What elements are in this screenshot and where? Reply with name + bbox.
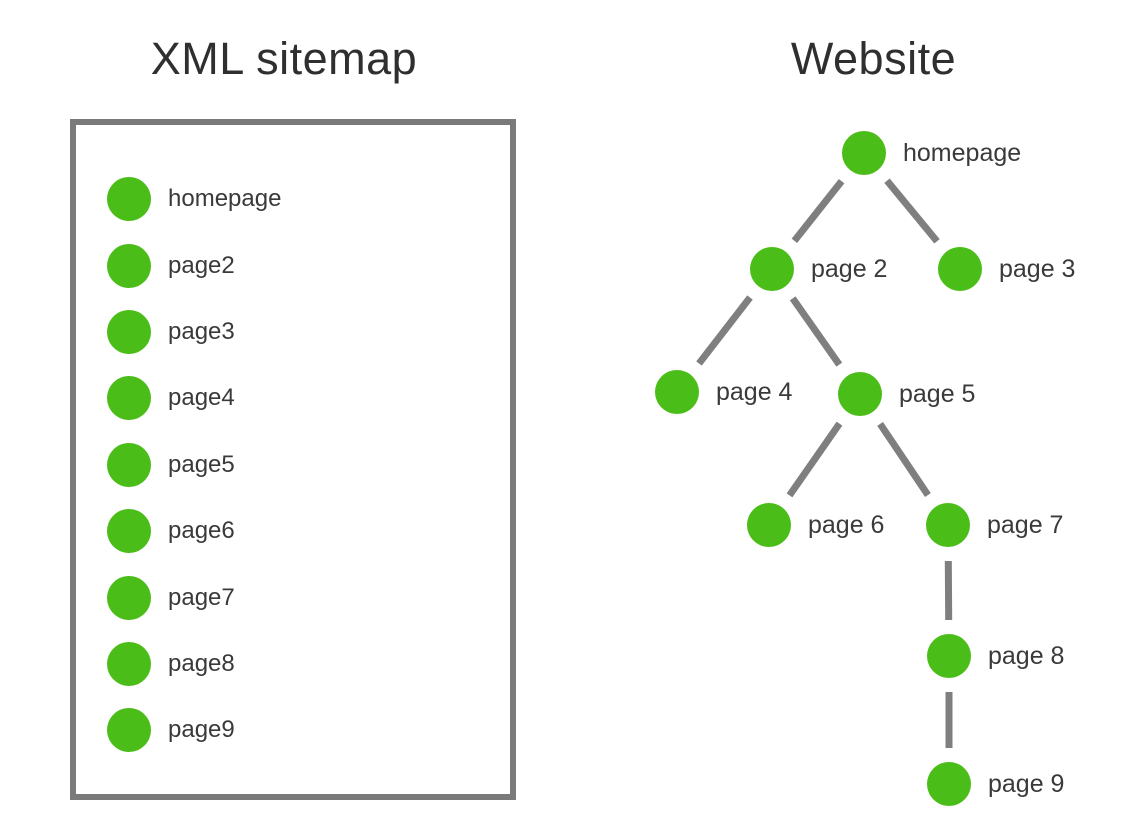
tree-node-page4-icon xyxy=(655,370,699,414)
tree-node-page2-icon xyxy=(750,247,794,291)
page-dot-icon xyxy=(107,177,151,222)
page-dot-icon xyxy=(107,309,151,354)
tree-node-page6-icon xyxy=(747,503,791,547)
tree-node-page3-icon xyxy=(938,247,982,291)
page-dot-icon xyxy=(107,243,151,288)
page-dot-icon xyxy=(107,575,151,620)
tree-node-label: page 7 xyxy=(987,511,1063,539)
tree-node-label: page 4 xyxy=(716,378,793,406)
sitemap-item-label: page2 xyxy=(168,251,235,279)
page-dot-icon xyxy=(107,376,151,421)
sitemap-item-page4: page4 xyxy=(107,365,510,431)
sitemap-item-page7: page7 xyxy=(107,564,510,630)
tree-edge-page2-page5 xyxy=(789,296,843,367)
page-dot-icon xyxy=(107,641,151,686)
sitemap-item-page6: page6 xyxy=(107,498,510,564)
tree-node-page8-icon xyxy=(927,634,971,678)
tree-edge-page5-page6 xyxy=(786,421,843,498)
sitemap-item-label: page3 xyxy=(168,317,235,345)
tree-node-label: page 8 xyxy=(988,642,1064,670)
sitemap-item-page3: page3 xyxy=(107,299,510,365)
sitemap-item-label: page8 xyxy=(168,649,235,677)
sitemap-item-label: page4 xyxy=(168,384,235,412)
tree-node-page7-icon xyxy=(926,503,970,547)
tree-node-label: page 9 xyxy=(988,770,1064,798)
tree-edge-homepage-page2 xyxy=(791,179,845,243)
sitemap-item-page2: page2 xyxy=(107,232,510,298)
tree-edge-page5-page7 xyxy=(877,421,931,498)
website-tree: homepage page 2 page 3 page 4 page 5 page 6 pa… xyxy=(655,131,1075,806)
website-title: Website xyxy=(790,33,957,84)
xml-sitemap-title: XML sitemap xyxy=(150,33,418,84)
tree-node-homepage-icon xyxy=(842,131,886,175)
tree-edge-homepage-page3 xyxy=(884,178,940,244)
page-dot-icon xyxy=(107,708,151,753)
tree-node-label: homepage xyxy=(903,139,1021,167)
tree-edge-page2-page4 xyxy=(696,295,753,366)
tree-node-label: page 6 xyxy=(808,511,884,539)
page-dot-icon xyxy=(107,509,151,554)
sitemap-item-label: page9 xyxy=(168,716,235,744)
tree-node-label: page 5 xyxy=(899,380,975,408)
tree-node-page9-icon xyxy=(927,762,971,806)
tree-node-label: page 2 xyxy=(811,255,887,283)
sitemap-item-label: homepage xyxy=(168,185,282,213)
sitemap-item-homepage: homepage xyxy=(107,166,510,232)
sitemap-item-label: page7 xyxy=(168,583,235,611)
page-dot-icon xyxy=(107,442,151,487)
sitemap-item-page5: page5 xyxy=(107,432,510,498)
sitemap-item-label: page5 xyxy=(168,450,235,478)
sitemap-item-page8: page8 xyxy=(107,631,510,697)
sitemap-item-page9: page9 xyxy=(107,697,510,763)
sitemap-item-label: page6 xyxy=(168,517,235,545)
sitemap-box: homepage page2 page3 page4 page5 page6 page7 pa… xyxy=(70,119,516,800)
tree-node-page5-icon xyxy=(838,372,882,416)
tree-node-label: page 3 xyxy=(999,255,1075,283)
